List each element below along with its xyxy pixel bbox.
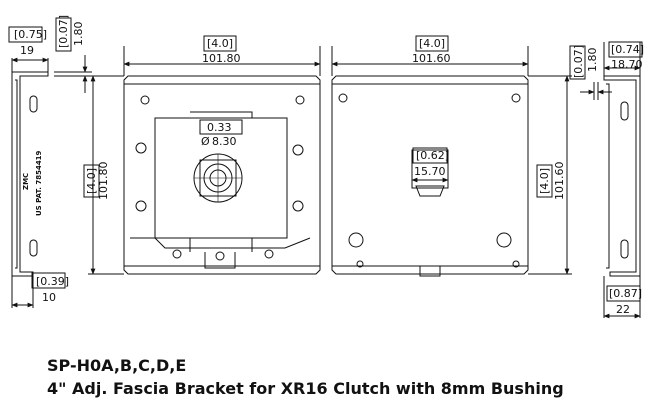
back-bottom-notch [419,266,441,277]
stamp-line-1: ZMC [22,173,30,190]
back-height-mm: 101.60 [553,162,566,201]
front-height-mm: 101.80 [97,162,110,201]
right-side-profile [603,75,641,277]
front-outline [123,75,321,275]
right-top-width-mm: 18.70 [611,58,643,71]
front-hole-8 [264,249,274,259]
left-bottom-width-in: [0.39] [36,275,69,288]
front-hole-2 [295,95,305,105]
back-hole-5 [356,260,364,268]
front-width-inch-box [203,35,237,52]
left-side-profile [11,71,49,277]
back-hole-6 [512,260,520,268]
left-top-inch-box [8,26,43,43]
front-bore-label-box [199,119,243,135]
left-bottom-width-mm: 10 [42,291,56,304]
front-width-in: [4.0] [207,37,233,50]
front-hole-3 [135,142,147,154]
right-side-inner-line [606,83,610,269]
back-hole-3 [348,232,364,248]
front-lower-rail [130,237,311,249]
back-slot-tab [415,185,445,197]
left-top-width-mm: 19 [20,44,34,57]
left-side-slot-top [29,95,38,113]
front-bore-in: 0.33 [207,121,232,134]
back-height-in: [4.0] [538,168,551,194]
front-height-in: [4.0] [85,168,98,194]
right-bottom-width-in: [0.87] [609,287,642,300]
left-flange-inch-box [55,17,72,52]
right-side-slot-bottom [620,239,629,259]
back-width-in: [4.0] [419,37,445,50]
front-plate-tab [190,111,253,119]
back-hole-1 [338,93,348,103]
front-bore-mm: 8.30 [212,135,237,148]
back-slot [411,149,449,189]
right-flange-inch-box [569,45,586,80]
right-side-slot-top [620,101,629,121]
left-flange-mm: 1.80 [72,22,85,47]
left-flange-in: [0.07] [57,15,70,48]
back-height-inch-box [536,164,553,198]
left-top-width-in: [0.75] [14,28,47,41]
back-slot-inch-box [412,147,448,164]
front-hole-4 [292,144,304,156]
front-bore-diameter-symbol: Ø [201,135,210,148]
right-top-width-in: [0.74] [611,43,644,56]
right-bottom-inch-box [606,285,641,302]
part-number: SP-H0A,B,C,D,E [47,356,187,375]
right-side-view [569,41,643,319]
stamp-line-2: US PAT. 7854419 [35,150,43,216]
back-slot-in: [0.62] [416,149,449,162]
back-width-inch-box [415,35,449,52]
back-slot-mm: 15.70 [414,165,446,178]
front-hole-5 [135,200,147,212]
front-height-inch-box [83,164,100,198]
front-view [83,35,321,275]
left-side-view [8,17,92,308]
back-hole-2 [511,93,521,103]
right-top-inch-box [608,41,643,58]
left-bottom-inch-box [31,272,66,289]
front-hole-9 [215,251,225,261]
right-bottom-width-mm: 22 [616,303,630,316]
part-description: 4" Adj. Fascia Bracket for XR16 Clutch w… [47,379,564,398]
left-side-inner-line [15,79,18,269]
right-flange-in: [0.07] [572,45,585,78]
back-view [331,35,572,277]
back-width-mm: 101.60 [412,52,451,65]
right-flange-mm: 1.80 [586,48,599,73]
front-hole-7 [172,249,182,259]
front-hole-6 [292,200,304,212]
front-bottom-notch [204,252,236,269]
left-side-slot-bottom [29,239,38,257]
front-hole-1 [140,95,150,105]
front-hub-square [199,159,237,197]
front-width-mm: 101.80 [202,52,241,65]
back-outline [331,75,529,275]
back-hole-4 [496,232,512,248]
